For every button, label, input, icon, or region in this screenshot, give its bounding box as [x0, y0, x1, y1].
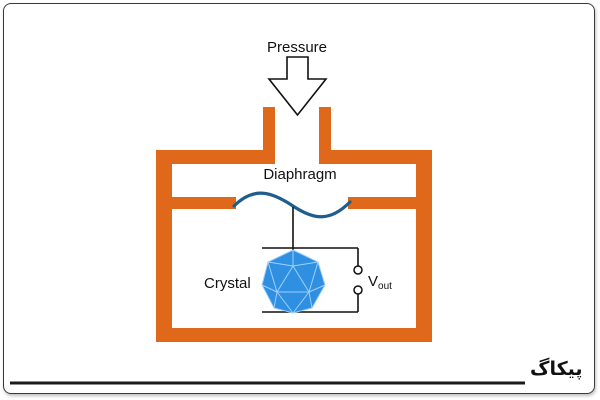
vout-main: V	[368, 273, 378, 290]
icosahedron-crystal-icon	[261, 249, 326, 314]
pressure-label: Pressure	[267, 39, 327, 56]
vout-label: Vout	[368, 273, 392, 292]
diaphragm-label: Diaphragm	[263, 166, 336, 183]
crystal-label: Crystal	[204, 275, 251, 292]
brand-logo: پیکاگ	[530, 358, 583, 380]
diaphragm	[232, 191, 352, 219]
circuit-wires	[262, 207, 359, 313]
terminal-bottom	[353, 285, 363, 295]
sensor-housing	[156, 107, 432, 342]
down-arrow-icon	[267, 56, 328, 117]
vout-subscript: out	[378, 281, 392, 292]
terminal-top	[353, 265, 363, 275]
